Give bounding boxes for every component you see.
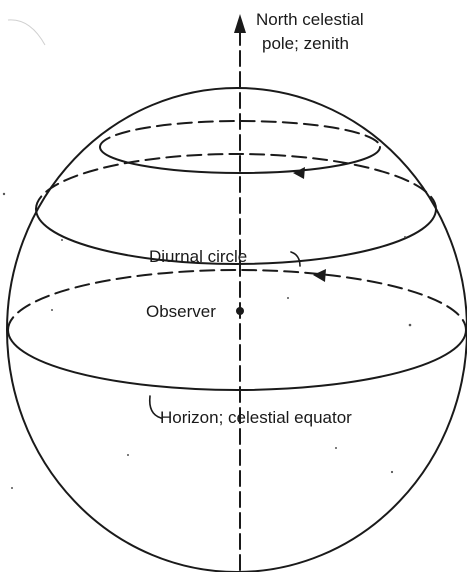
diurnal-leader <box>290 251 301 267</box>
scan-smudge <box>7 19 46 46</box>
north-pole-arrow <box>234 14 246 33</box>
observer-label: Observer <box>146 302 216 321</box>
horizon-label: Horizon; celestial equator <box>160 408 352 427</box>
celestial-sphere-outline <box>6 87 467 573</box>
middle-diurnal-circle <box>35 153 437 282</box>
pole-label-line1: North celestial <box>256 10 364 29</box>
upper-diurnal-circle <box>99 120 381 179</box>
upper-circle-arrow <box>293 167 305 179</box>
diurnal-circle-label: Diurnal circle <box>149 247 247 266</box>
scan-specks <box>2 192 412 489</box>
horizon-equator-circle <box>7 269 467 391</box>
observer-dot <box>236 307 244 315</box>
pole-label-line2: pole; zenith <box>262 34 349 53</box>
diurnal-circle-arrow <box>313 269 326 282</box>
horizon-leader <box>148 395 162 419</box>
